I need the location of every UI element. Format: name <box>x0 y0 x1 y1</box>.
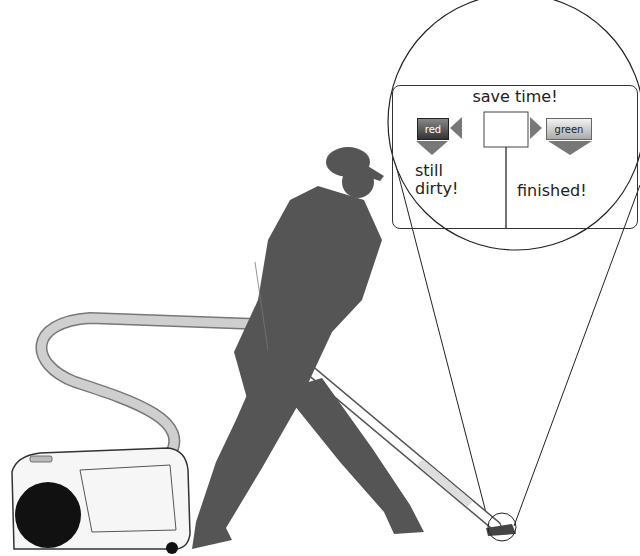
color-indicator: green <box>546 118 592 140</box>
man-silhouette <box>192 147 424 549</box>
vacuum-panel <box>80 465 176 532</box>
arrow-down <box>416 141 448 155</box>
display-panel: save time! still dirty! finished! red green <box>392 85 638 229</box>
arrow-down <box>548 141 592 155</box>
vacuum-body <box>12 448 190 549</box>
hose <box>41 318 256 458</box>
vacuum-button <box>30 456 52 462</box>
magnifier-circle <box>388 0 640 250</box>
color-indicator: red <box>417 118 449 140</box>
magnified-spot <box>488 513 516 541</box>
arrow-left <box>450 117 462 139</box>
body-line <box>255 262 268 350</box>
panel-heading: save time! <box>393 88 637 106</box>
status-label: still dirty! <box>415 162 458 199</box>
hose <box>41 318 256 458</box>
color-label: green <box>555 124 584 135</box>
vacuum-wheel <box>15 482 81 548</box>
arrow-right <box>530 117 542 139</box>
divider-line <box>505 147 507 228</box>
color-label: red <box>425 124 441 135</box>
wand <box>420 462 470 504</box>
indicator-window <box>484 112 528 147</box>
status-label: finished! <box>517 182 587 200</box>
vacuum-wheel <box>166 542 178 554</box>
